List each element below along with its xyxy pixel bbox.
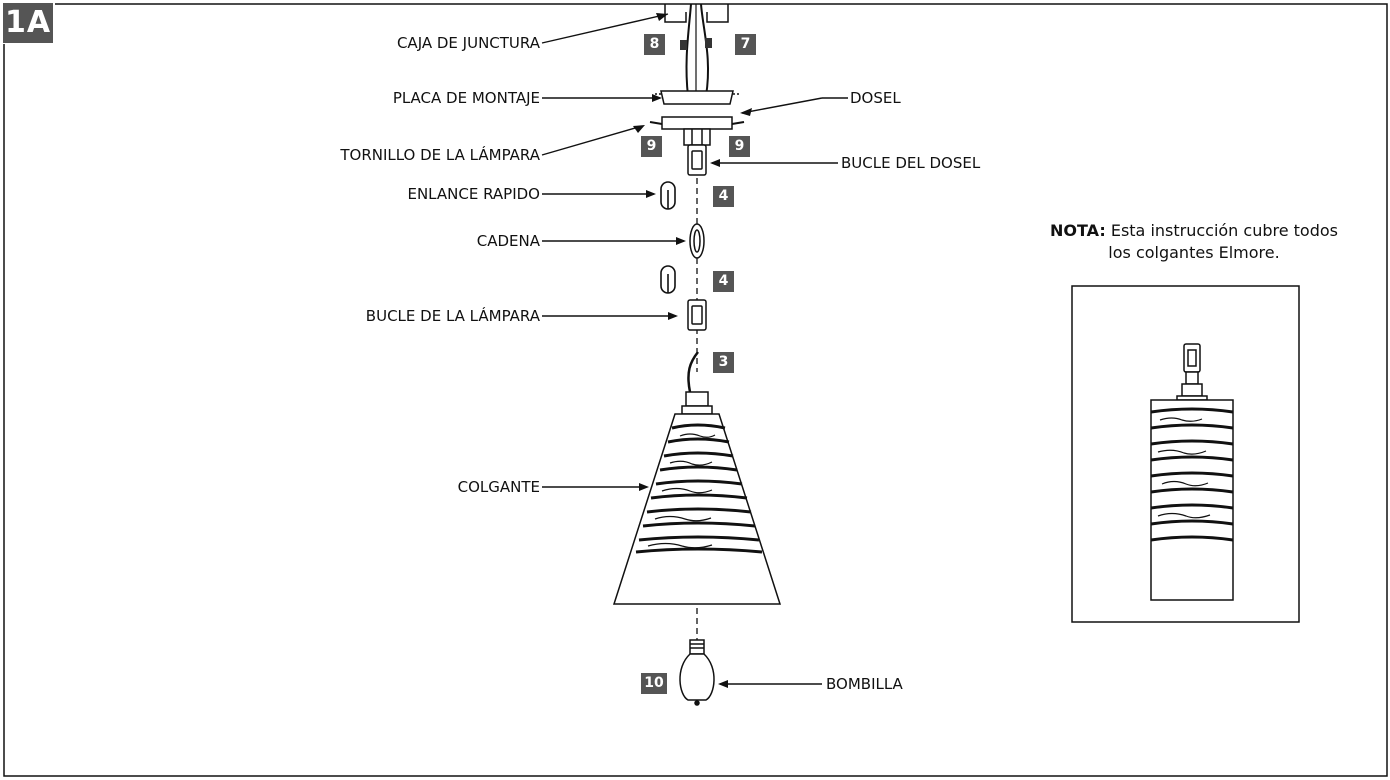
step-badge-quick-link-top: 4 <box>713 186 734 207</box>
canopy-loop-illustration <box>687 144 707 176</box>
step-badge-screw-left: 9 <box>641 136 662 157</box>
step-badge-screw-right: 9 <box>729 136 750 157</box>
label-mounting-plate: PLACA DE MONTAJE <box>392 89 540 107</box>
label-canopy-loop: BUCLE DEL DOSEL <box>841 154 981 172</box>
pendant-illustration <box>612 391 782 605</box>
note-text: NOTA: Esta instrucción cubre todos los c… <box>1046 220 1342 264</box>
junction-box-illustration <box>664 4 729 23</box>
step-badge-bulb: 10 <box>641 673 667 694</box>
fixture-screw-right <box>731 121 745 125</box>
label-pendant: COLGANTE <box>457 478 540 496</box>
note-heading: NOTA: <box>1049 221 1106 240</box>
leader-lines <box>541 13 848 685</box>
label-fixture-screw: TORNILLO DE LA LÁMPARA <box>340 146 540 164</box>
label-fixture-loop: BUCLE DE LA LÁMPARA <box>365 307 540 325</box>
arrow-heads <box>633 13 752 688</box>
cord-illustration <box>687 351 699 393</box>
bulb-illustration <box>679 639 715 706</box>
fixture-loop-illustration <box>687 299 707 331</box>
wire-connector-left <box>680 40 687 50</box>
section-badge: 1A <box>3 3 53 43</box>
fixture-screw-left <box>649 121 663 125</box>
quick-link-top-illustration <box>660 181 676 210</box>
chain-illustration <box>689 223 705 259</box>
wire-connector-right <box>705 38 712 48</box>
label-quick-link: ENLANCE RAPIDO <box>407 185 540 203</box>
label-canopy: DOSEL <box>850 89 901 107</box>
mounting-plate-illustration <box>655 90 740 105</box>
diagram-border <box>3 3 1388 777</box>
quick-link-bottom-illustration <box>660 265 676 294</box>
label-junction-box: CAJA DE JUNCTURA <box>396 34 540 52</box>
canopy-illustration <box>661 116 733 146</box>
label-chain: CADENA <box>476 232 540 250</box>
label-bulb: BOMBILLA <box>826 675 903 693</box>
note-body: Esta instrucción cubre todos los colgant… <box>1108 221 1338 262</box>
step-badge-cord: 3 <box>713 352 734 373</box>
inset-pendant-illustration <box>1150 343 1234 601</box>
wires-illustration <box>685 3 709 97</box>
step-badge-quick-link-bottom: 4 <box>713 271 734 292</box>
step-badge-wire-left: 8 <box>644 34 665 55</box>
step-badge-wire-right: 7 <box>735 34 756 55</box>
